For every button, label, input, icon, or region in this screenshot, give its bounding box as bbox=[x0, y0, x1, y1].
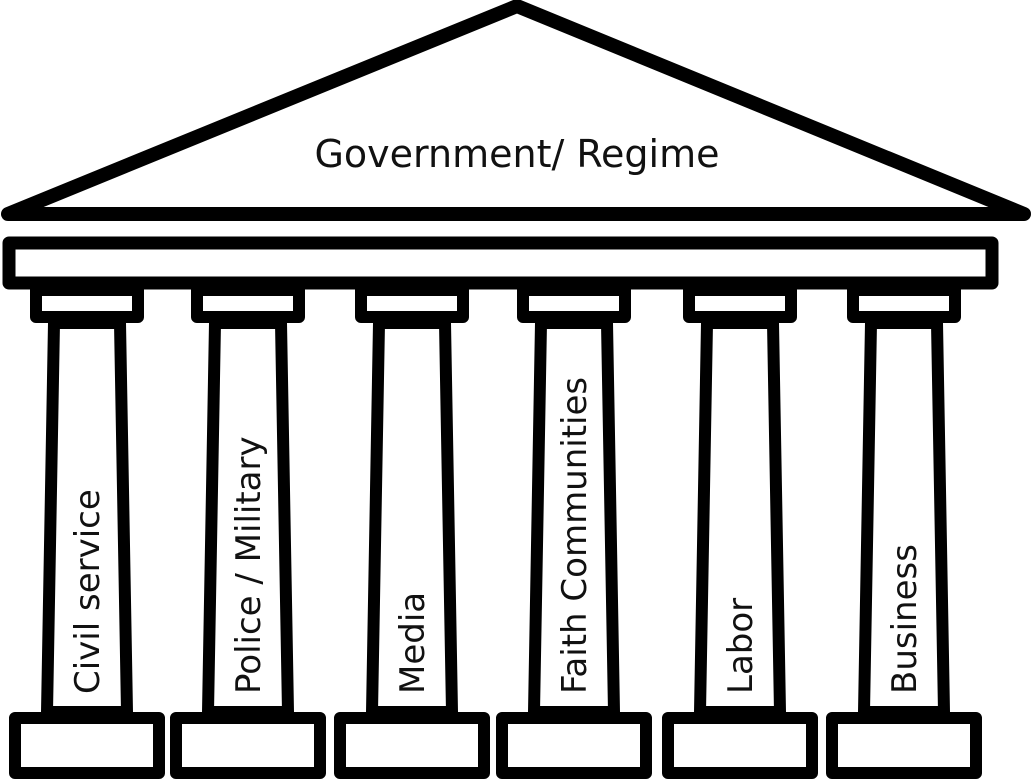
pillar: Police / Military bbox=[170, 284, 326, 779]
pillar-base bbox=[334, 712, 490, 779]
pillar-label: Media bbox=[393, 592, 433, 694]
pillar-capital bbox=[847, 284, 961, 323]
pillar-label: Business bbox=[885, 544, 925, 694]
pillar-capital bbox=[191, 284, 305, 323]
roof-triangle bbox=[1, 0, 1031, 221]
pillar-label: Police / Military bbox=[229, 436, 269, 694]
pillar-base bbox=[170, 712, 326, 779]
pillar-base bbox=[826, 712, 982, 779]
pillar-label: Civil service bbox=[68, 489, 108, 694]
pillar: Faith Communities bbox=[496, 284, 652, 779]
roof-label: Government/ Regime bbox=[314, 132, 719, 176]
pillar-capital bbox=[517, 284, 631, 323]
pillar-label: Labor bbox=[721, 598, 761, 694]
pillar: Media bbox=[334, 284, 490, 779]
pillar: Labor bbox=[662, 284, 818, 779]
pillar-base bbox=[9, 712, 165, 779]
pillar-capital bbox=[30, 284, 144, 323]
pillar-label: Faith Communities bbox=[555, 377, 595, 694]
pillar-base bbox=[496, 712, 652, 779]
pillar: Civil service bbox=[9, 284, 165, 779]
architrave-beam bbox=[2, 236, 999, 290]
pillar: Business bbox=[826, 284, 982, 779]
pillar-base bbox=[662, 712, 818, 779]
pillar-capital bbox=[683, 284, 797, 323]
pillar-capital bbox=[355, 284, 469, 323]
